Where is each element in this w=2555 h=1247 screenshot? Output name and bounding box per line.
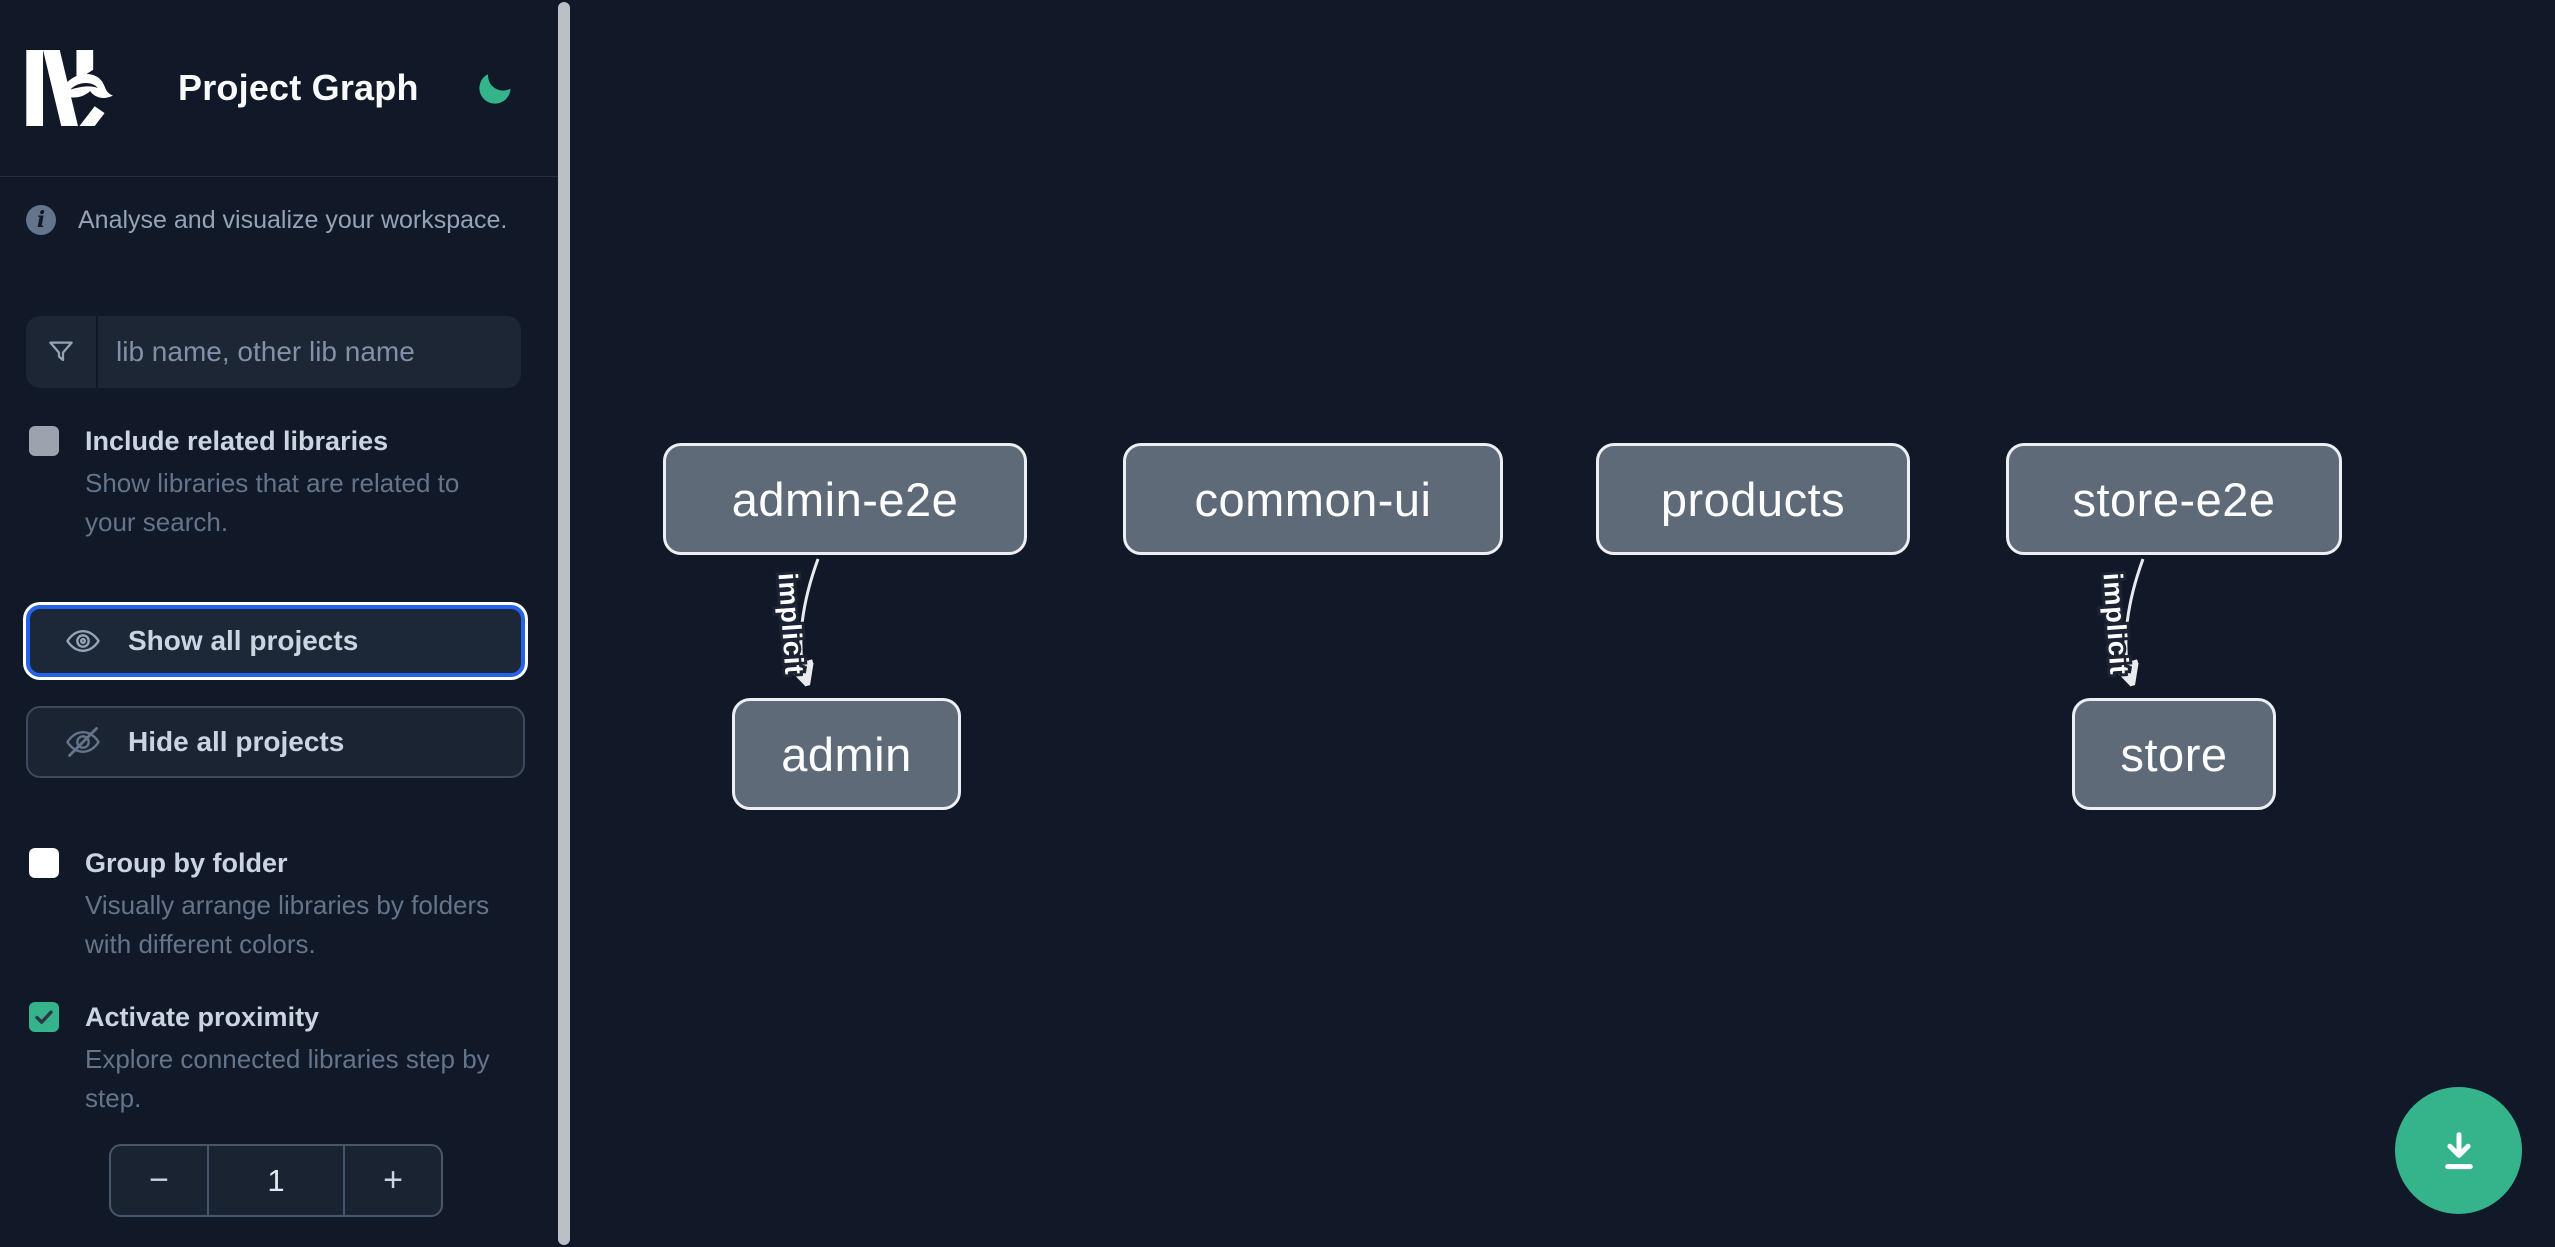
graph-node-common-ui[interactable]: common-ui [1123,443,1503,555]
graph-node-store[interactable]: store [2072,698,2276,810]
graph-node-store-e2e[interactable]: store-e2e [2006,443,2342,555]
show-all-projects-button[interactable]: Show all projects [26,605,525,677]
checkbox-group-by-folder[interactable] [29,848,59,878]
hide-all-projects-label: Hide all projects [128,726,345,757]
edge-label: implicit [772,572,809,676]
search-input[interactable] [98,316,521,388]
eye-slash-icon [66,727,100,757]
graph-node-admin-e2e[interactable]: admin-e2e [663,443,1027,555]
option-description: Visually arrange libraries by folders wi… [85,890,490,959]
checkbox-include-related-libraries[interactable] [29,426,59,456]
hide-all-projects-button[interactable]: Hide all projects [26,706,525,778]
eye-icon [66,629,100,653]
option-label: Group by folder [85,848,288,878]
sidebar-scrollbar-thumb[interactable] [558,2,570,1245]
page-title: Project Graph [178,67,419,108]
proximity-depth-stepper: − 1 + [109,1144,443,1217]
download-icon [2444,1131,2473,1169]
edge-admin-e2e-to-admin[interactable]: implicit [769,558,820,680]
edge-store-e2e-to-store[interactable]: implicit [2094,558,2145,680]
graph-node-products[interactable]: products [1596,443,1910,555]
edge-label: implicit [2097,572,2134,676]
show-all-projects-label: Show all projects [128,625,359,656]
option-group-by-folder: Group by folder Visually arrange librari… [0,846,558,964]
download-graph-button[interactable] [2395,1087,2522,1214]
option-include-related-libraries: Include related libraries Show libraries… [0,424,558,542]
option-activate-proximity: Activate proximity Explore connected lib… [0,1000,558,1118]
filter-funnel-icon [26,316,98,388]
option-label: Activate proximity [85,1002,320,1032]
theme-toggle-button[interactable] [471,64,519,112]
nx-logo [26,50,113,126]
search-box [26,316,521,388]
option-label: Include related libraries [85,426,389,456]
sidebar-scrollbar [556,0,572,1247]
checkmark-icon [35,1010,53,1024]
stepper-decrement-button[interactable]: − [111,1146,207,1215]
moon-icon [479,74,511,104]
checkbox-activate-proximity[interactable] [29,1002,59,1032]
option-description: Explore connected libraries step by step… [85,1044,490,1113]
tagline-text: Analyse and visualize your workspace. [78,205,508,234]
stepper-value[interactable]: 1 [207,1146,345,1215]
workspace-tagline: i Analyse and visualize your workspace. [0,177,558,235]
sidebar-header: Project Graph [0,0,558,177]
edge-layer: implicit implicit [769,558,2145,1247]
graph-canvas[interactable]: implicit implicit admin-e2e common-ui pr… [572,0,2555,1247]
info-icon: i [26,205,56,235]
option-description: Show libraries that are related to your … [85,468,460,537]
stepper-increment-button[interactable]: + [345,1146,441,1215]
graph-node-admin[interactable]: admin [732,698,961,810]
sidebar: Project Graph i Analyse and visualize yo… [0,0,558,1247]
